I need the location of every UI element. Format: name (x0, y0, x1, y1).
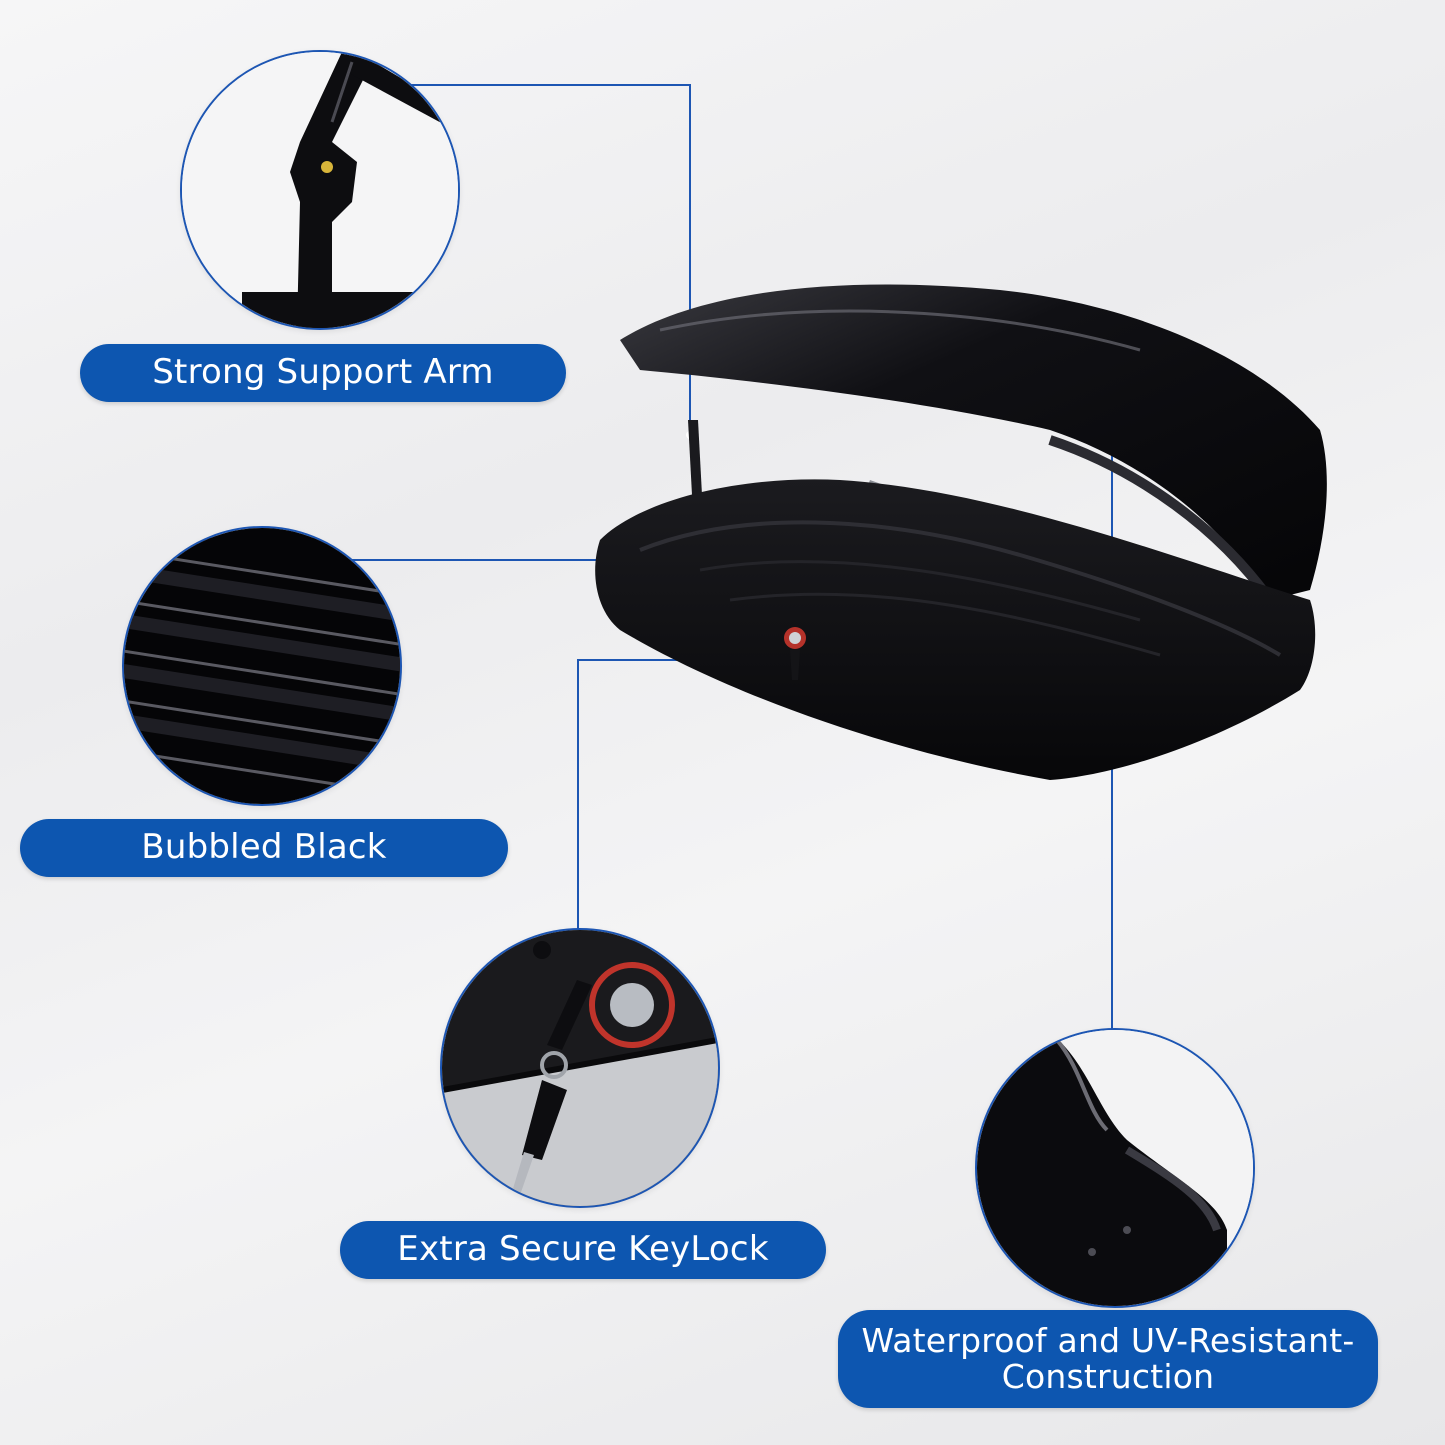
weather-label-line1: Waterproof and UV-Resistant- (861, 1320, 1355, 1360)
support-arm-closeup-icon (182, 52, 458, 328)
support-arm-label-text: Strong Support Arm (152, 352, 494, 393)
shell-corner-closeup-icon (977, 1030, 1253, 1306)
cargo-box-illustration (595, 284, 1327, 780)
finish-label: Bubbled Black (20, 819, 508, 877)
ribbed-surface-closeup (122, 526, 402, 806)
support-arm-closeup (180, 50, 460, 330)
lock-label: Extra Secure KeyLock (340, 1221, 826, 1279)
lock-label-text: Extra Secure KeyLock (397, 1229, 769, 1270)
support-arm-label: Strong Support Arm (80, 344, 566, 402)
finish-label-text: Bubbled Black (141, 827, 387, 868)
key-lock-closeup (440, 928, 720, 1208)
shell-corner-closeup (975, 1028, 1255, 1308)
cargo-box-image (580, 270, 1340, 810)
weather-label: Waterproof and UV-Resistant- Constructio… (838, 1310, 1378, 1408)
weather-label-line2: Construction (1001, 1357, 1215, 1396)
ribbed-surface-closeup-icon (124, 528, 400, 804)
key-lock-closeup-icon (442, 930, 718, 1206)
